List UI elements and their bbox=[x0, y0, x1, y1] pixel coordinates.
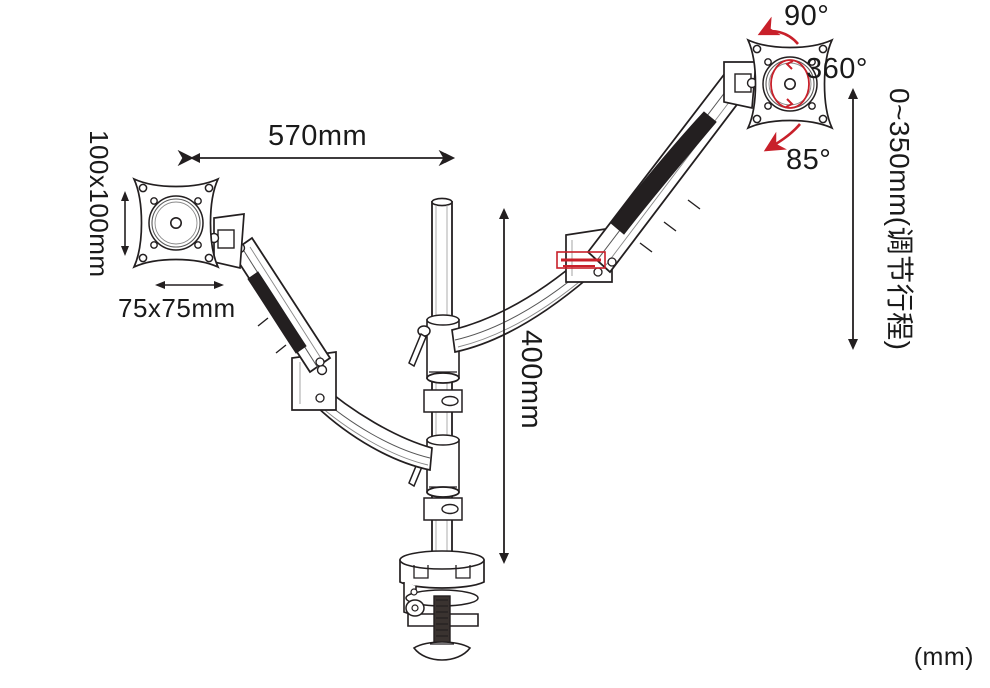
rotation-label-tilt-down: 85° bbox=[786, 144, 832, 176]
right-gas-spring-arm bbox=[586, 70, 750, 274]
upper-locking-lever[interactable] bbox=[408, 325, 431, 368]
dim-label-vesa-large: 100x100mm bbox=[84, 130, 114, 278]
upper-arm-collar bbox=[426, 314, 460, 384]
clamp-screw[interactable] bbox=[412, 595, 472, 661]
left-gas-spring-arm bbox=[230, 236, 332, 374]
dim-label-height: 400mm bbox=[515, 330, 547, 430]
dim-label-travel: 0~350mm(调节行程) bbox=[884, 88, 915, 351]
upper-cable-clip bbox=[423, 389, 463, 413]
dim-label-reach: 570mm bbox=[268, 120, 368, 152]
brand-stamp bbox=[556, 251, 606, 269]
left-vesa-mounting-plate bbox=[133, 178, 219, 268]
left-tilt-head bbox=[208, 213, 245, 270]
unit-note: (mm) bbox=[913, 643, 974, 671]
rotation-label-rotate: 360° bbox=[806, 53, 868, 85]
left-arm-joint bbox=[291, 351, 337, 411]
rotation-label-tilt-up: 90° bbox=[784, 0, 830, 32]
rotation-arrows-red bbox=[757, 16, 810, 152]
dim-label-vesa-small: 75x75mm bbox=[118, 293, 236, 323]
right-tilt-head bbox=[723, 61, 758, 110]
dimension-lines bbox=[121, 88, 858, 564]
lower-arm-collar bbox=[426, 434, 460, 498]
desk-c-clamp bbox=[399, 550, 485, 627]
lower-cable-clip bbox=[423, 497, 463, 521]
